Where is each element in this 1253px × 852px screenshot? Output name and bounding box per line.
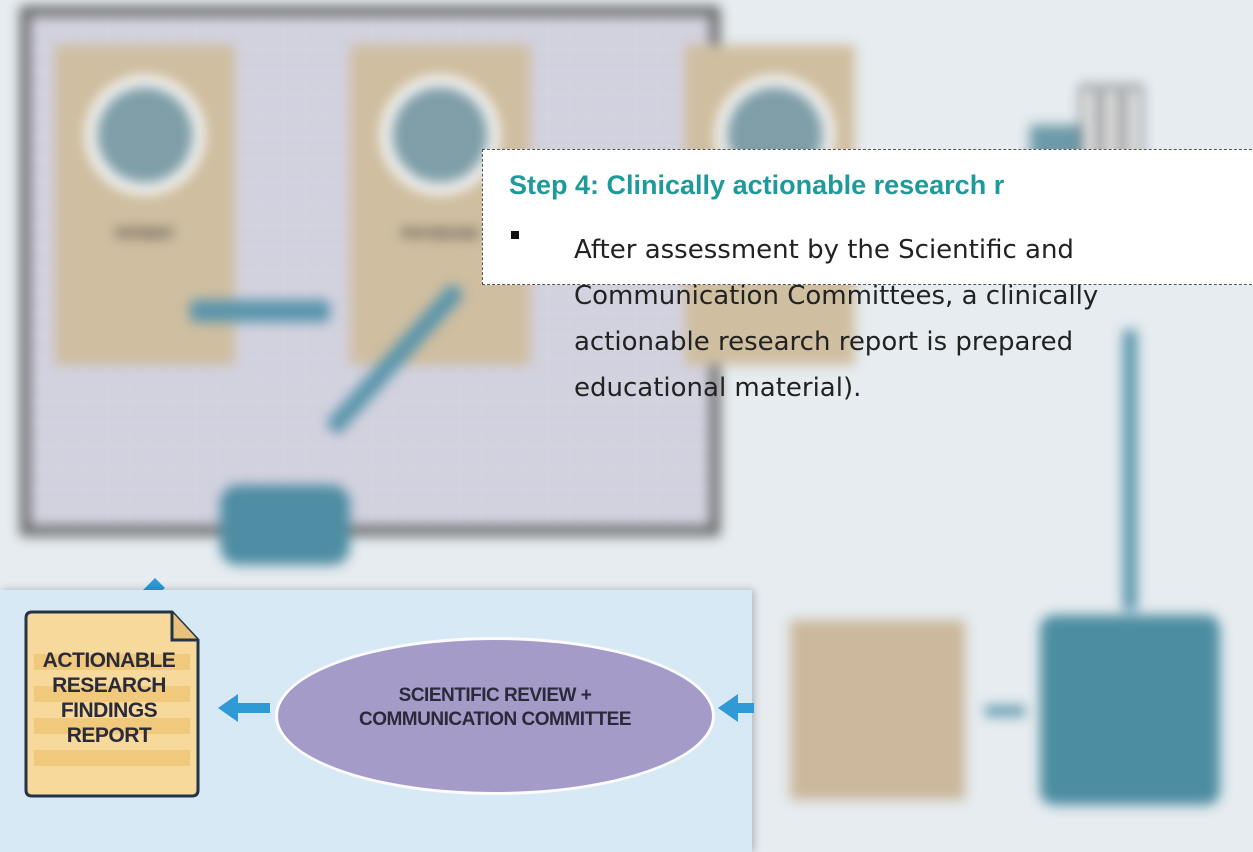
- arrow-to-review: [718, 694, 754, 722]
- callout-title: Step 4: Clinically actionable research r: [509, 170, 1005, 200]
- review-line: COMMUNICATION COMMITTEE: [358, 709, 632, 730]
- report-title: ACTIONABLE RESEARCH FINDINGS REPORT: [24, 648, 194, 748]
- report-document-icon: [24, 610, 200, 798]
- callout-line: Communication Committees, a clinically: [574, 281, 1099, 311]
- research-lab-results-box: [1040, 615, 1220, 805]
- callout-line: actionable research report is prepared: [574, 327, 1074, 357]
- review-ellipse: [275, 637, 715, 795]
- review-line: SCIENTIFIC REVIEW +: [398, 685, 592, 706]
- patient-icon: [85, 75, 205, 195]
- callout-body: After assessment by the Scientific and C…: [574, 227, 1253, 411]
- callout-line: educational material).: [574, 373, 862, 403]
- step-callout-box: [482, 149, 1253, 285]
- repository-node: [220, 485, 350, 565]
- link-bar: [190, 300, 330, 322]
- report-line: FINDINGS: [60, 699, 158, 722]
- patient-card-label: PATIENT: [116, 225, 174, 241]
- analysis-report-doc: [790, 620, 965, 800]
- arrow-to-report: [218, 694, 270, 722]
- bullet-icon: [511, 231, 519, 239]
- callout-line: After assessment by the Scientific and: [574, 235, 1074, 265]
- report-line: ACTIONABLE: [42, 649, 176, 672]
- report-line: REPORT: [66, 724, 152, 747]
- report-line: RESEARCH: [52, 674, 166, 697]
- review-title: SCIENTIFIC REVIEW + COMMUNICATION COMMIT…: [275, 684, 715, 732]
- down-arrow: [1123, 330, 1137, 610]
- physician-card-label: PHYSICIAN: [401, 225, 479, 241]
- left-arrow: [985, 706, 1025, 716]
